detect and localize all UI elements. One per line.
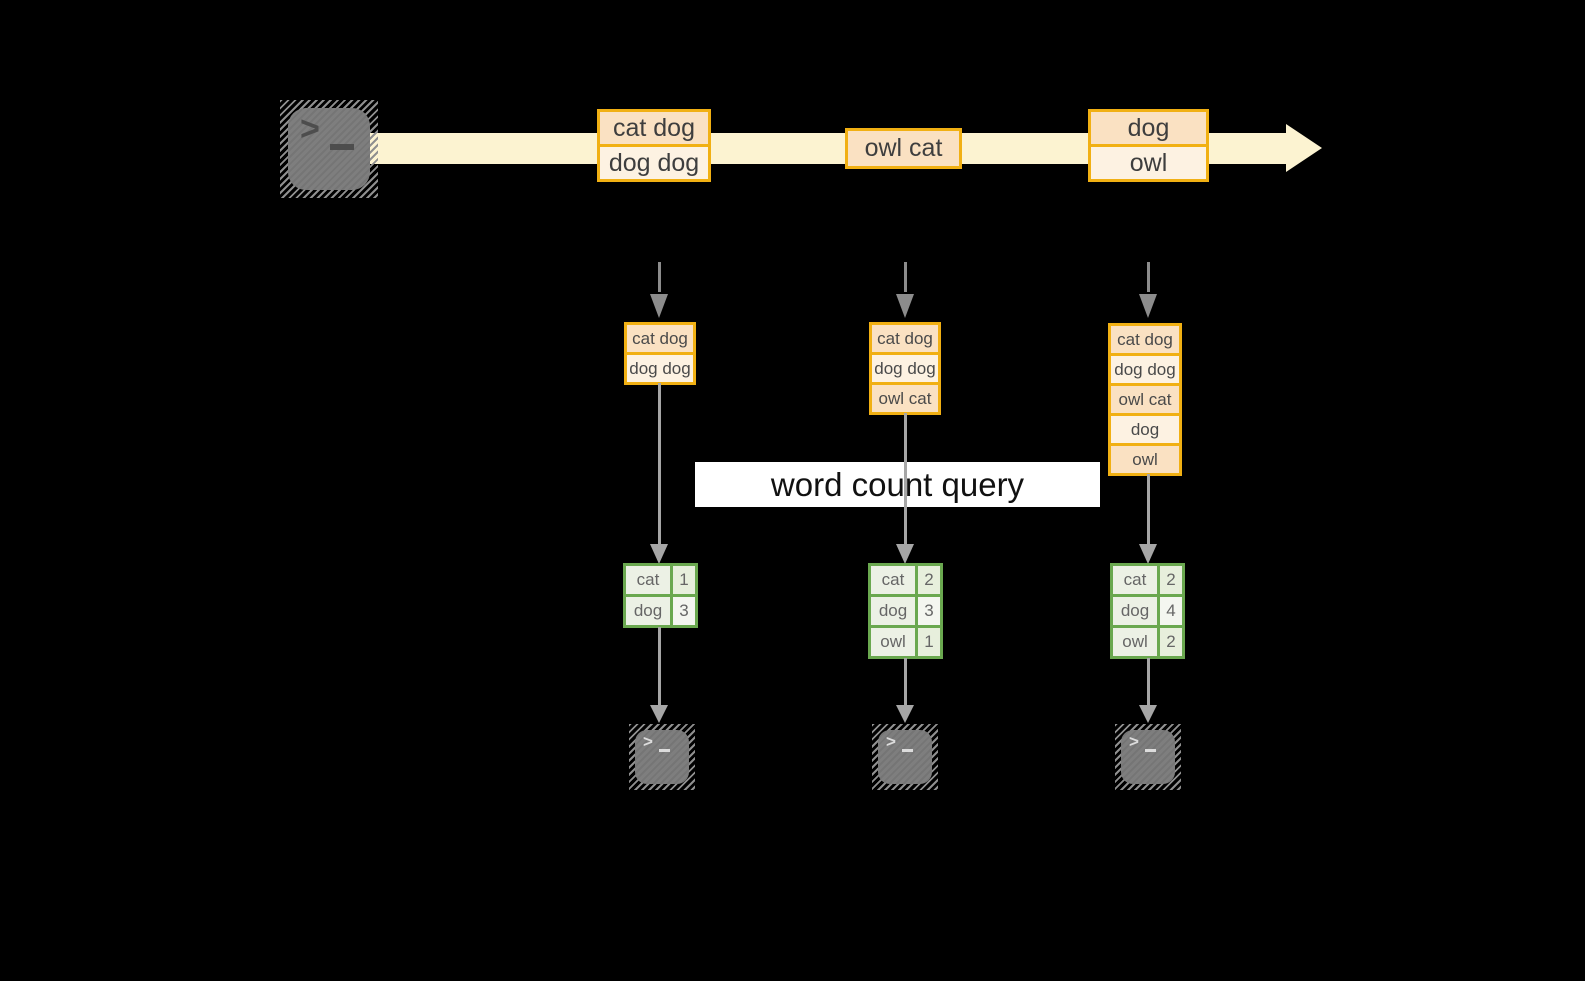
- input-row: owl cat: [869, 382, 941, 415]
- word-cell: owl: [1113, 628, 1157, 656]
- sink-terminal-icon-1: >: [629, 724, 695, 790]
- table-row: cat 2: [871, 566, 940, 594]
- table-row: dog 3: [626, 594, 695, 625]
- input-table-1: cat dog dog dog: [624, 322, 696, 385]
- word-cell: dog: [1113, 597, 1157, 625]
- input-table-3: cat dog dog dog owl cat dog owl: [1108, 323, 1182, 476]
- count-cell: 1: [670, 566, 695, 594]
- count-cell: 3: [670, 597, 695, 625]
- cursor-icon: [902, 749, 913, 752]
- arrow-down-icon: [896, 705, 914, 723]
- terminal-body: >: [635, 730, 689, 784]
- input-table-2: cat dog dog dog owl cat: [869, 322, 941, 415]
- input-row: owl: [1108, 443, 1182, 476]
- connector-line: [1147, 658, 1150, 706]
- stream-arrowhead-icon: [1286, 124, 1322, 172]
- count-cell: 3: [915, 597, 940, 625]
- connector-line: [1147, 474, 1150, 545]
- count-cell: 2: [1157, 566, 1182, 594]
- connector-line: [658, 627, 661, 706]
- table-row: dog 3: [871, 594, 940, 625]
- input-row: cat dog: [869, 322, 941, 355]
- cursor-icon: [659, 749, 670, 752]
- prompt-icon: >: [1129, 732, 1139, 751]
- stream-event-row: owl: [1088, 144, 1209, 182]
- query-banner: word count query: [695, 462, 1100, 507]
- stream-event-row: owl cat: [845, 128, 962, 169]
- connector-line: [904, 658, 907, 706]
- word-count-table-3: cat 2 dog 4 owl 2: [1110, 563, 1185, 659]
- arrow-down-icon: [1139, 294, 1157, 318]
- terminal-body: >: [288, 108, 370, 190]
- table-row: cat 2: [1113, 566, 1182, 594]
- table-row: owl 2: [1113, 625, 1182, 656]
- prompt-icon: >: [643, 732, 653, 751]
- table-row: cat 1: [626, 566, 695, 594]
- count-cell: 1: [915, 628, 940, 656]
- stream-event-row: dog: [1088, 109, 1209, 147]
- source-terminal-icon: >: [280, 100, 378, 198]
- count-cell: 2: [915, 566, 940, 594]
- stream-event-batch-2: owl cat: [845, 128, 962, 169]
- dashed-arrow-line: [658, 262, 661, 292]
- input-row: dog dog: [624, 352, 696, 385]
- word-cell: owl: [871, 628, 915, 656]
- input-row: dog dog: [1108, 353, 1182, 386]
- arrow-down-icon: [650, 294, 668, 318]
- input-row: cat dog: [624, 322, 696, 355]
- stream-event-batch-3: dog owl: [1088, 109, 1209, 182]
- query-banner-label: word count query: [770, 465, 1025, 503]
- arrow-down-icon: [1139, 544, 1157, 564]
- stream-event-row: cat dog: [597, 109, 711, 147]
- word-count-table-2: cat 2 dog 3 owl 1: [868, 563, 943, 659]
- table-row: dog 4: [1113, 594, 1182, 625]
- input-row: cat dog: [1108, 323, 1182, 356]
- word-cell: dog: [626, 597, 670, 625]
- arrow-down-icon: [650, 705, 668, 723]
- arrow-down-icon: [1139, 705, 1157, 723]
- connector-line: [658, 383, 661, 545]
- terminal-body: >: [1121, 730, 1175, 784]
- arrow-down-icon: [650, 544, 668, 564]
- input-row: dog: [1108, 413, 1182, 446]
- arrow-down-icon: [896, 544, 914, 564]
- sink-terminal-icon-3: >: [1115, 724, 1181, 790]
- prompt-icon: >: [300, 110, 320, 148]
- word-cell: dog: [871, 597, 915, 625]
- cursor-icon: [1145, 749, 1156, 752]
- dashed-arrow-line: [1147, 262, 1150, 292]
- stream-event-row: dog dog: [597, 144, 711, 182]
- count-cell: 2: [1157, 628, 1182, 656]
- arrow-down-icon: [896, 294, 914, 318]
- cursor-icon: [330, 144, 354, 150]
- sink-terminal-icon-2: >: [872, 724, 938, 790]
- word-cell: cat: [626, 566, 670, 594]
- table-row: owl 1: [871, 625, 940, 656]
- word-count-table-1: cat 1 dog 3: [623, 563, 698, 628]
- dashed-arrow-line: [904, 262, 907, 292]
- input-row: dog dog: [869, 352, 941, 385]
- connector-line: [904, 413, 907, 545]
- word-cell: cat: [871, 566, 915, 594]
- prompt-icon: >: [886, 732, 896, 751]
- count-cell: 4: [1157, 597, 1182, 625]
- input-row: owl cat: [1108, 383, 1182, 416]
- stream-event-batch-1: cat dog dog dog: [597, 109, 711, 182]
- terminal-body: >: [878, 730, 932, 784]
- word-cell: cat: [1113, 566, 1157, 594]
